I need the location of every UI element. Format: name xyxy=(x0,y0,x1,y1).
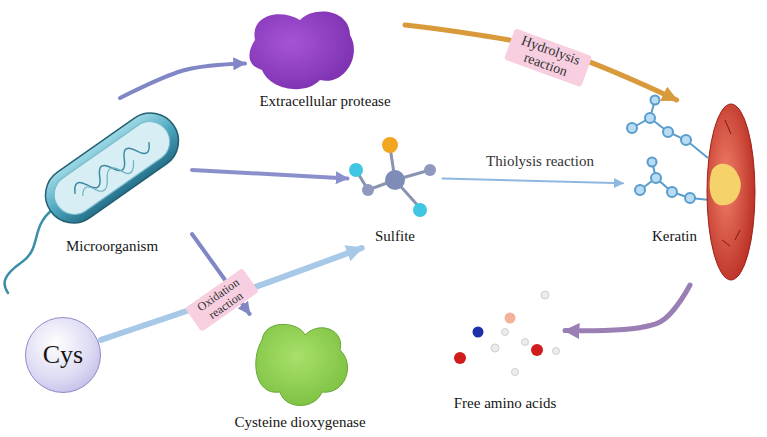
microorganism-node: Microorganism xyxy=(32,98,192,258)
node-caption: Cys xyxy=(43,340,83,370)
process-arrow xyxy=(405,25,677,100)
process-arrow xyxy=(443,178,624,183)
node-caption: Free amino acids xyxy=(454,395,556,412)
keratin-illustration xyxy=(627,96,755,281)
cys-circle: Cys xyxy=(25,317,101,393)
dioxygenase-node: Cysteine dioxygenase xyxy=(228,314,372,434)
dna-strand xyxy=(79,155,138,203)
reaction-label: Hydrolysis reaction xyxy=(504,28,592,87)
cytoplasm xyxy=(46,114,177,222)
node-caption: Sulfite xyxy=(375,228,415,245)
dioxygenase-blob xyxy=(256,324,348,405)
amino-acids-node: Free amino acids xyxy=(445,285,565,415)
node-caption: Keratin xyxy=(652,228,697,245)
cell-body xyxy=(35,102,190,234)
sulfite-node: Sulfite xyxy=(348,132,443,248)
keratin-fiber xyxy=(707,104,755,280)
bacterium-illustration xyxy=(5,102,190,293)
protease-node: Extracellular protease xyxy=(245,3,405,113)
process-arrow xyxy=(192,170,348,178)
sulfite-molecule xyxy=(349,137,436,217)
flagellum xyxy=(5,210,52,293)
node-caption: Microorganism xyxy=(66,238,158,255)
process-arrow xyxy=(120,64,245,99)
fiber-break xyxy=(710,164,741,206)
protease-blob xyxy=(249,12,353,90)
node-caption: Extracellular protease xyxy=(259,93,390,110)
reaction-label: Thiolysis reaction xyxy=(483,152,597,172)
node-caption: Cysteine dioxygenase xyxy=(234,414,365,431)
keratin-node: Keratin xyxy=(623,100,757,285)
process-arrow xyxy=(101,248,362,340)
process-arrow xyxy=(565,285,690,331)
amino-acid-dots xyxy=(454,291,560,376)
